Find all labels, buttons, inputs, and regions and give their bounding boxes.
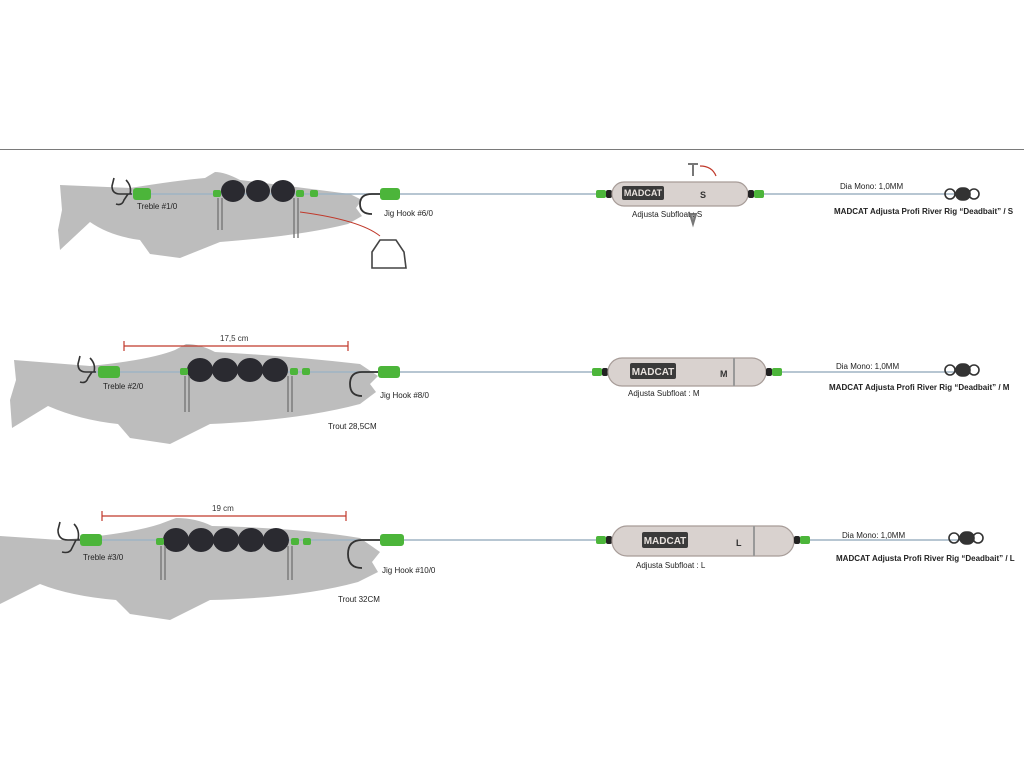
bead <box>238 528 264 552</box>
bead-sleeve <box>303 538 311 545</box>
treble-label: Treble #1/0 <box>137 202 178 211</box>
product-label: MADCAT Adjusta Profi River Rig “Deadbait… <box>834 207 1014 216</box>
float-end-cap <box>606 536 612 544</box>
treble-label: Treble #2/0 <box>103 382 144 391</box>
bead <box>237 358 263 382</box>
bead <box>221 180 245 202</box>
float-end-cap <box>766 368 772 376</box>
jig-hook <box>349 371 378 397</box>
bead <box>263 528 289 552</box>
float-stopper <box>688 163 698 228</box>
product-label: MADCAT Adjusta Profi River Rig “Deadbait… <box>836 554 1015 563</box>
jig-hook <box>347 539 380 569</box>
pointer-arrow <box>299 211 381 237</box>
float-end-sleeve <box>772 368 782 376</box>
bead-sleeve <box>156 538 164 545</box>
bead-stack <box>187 358 288 382</box>
bead-stack <box>221 180 295 202</box>
bead <box>246 180 270 202</box>
length-measure <box>123 341 349 351</box>
rig-l-diagram: MADCAT L <box>0 511 984 620</box>
treble-sleeve <box>133 188 151 200</box>
float-end-cap <box>748 190 754 198</box>
mono-label: Dia Mono: 1,0MM <box>836 362 900 371</box>
bait-pin <box>217 198 299 238</box>
float-size-letter: S <box>700 190 706 200</box>
rig-s-diagram: MADCAT S <box>58 163 980 269</box>
length-measure <box>101 511 347 521</box>
swivel <box>944 187 980 201</box>
float-adjust-arrow <box>699 165 717 177</box>
swivel <box>944 363 980 377</box>
mono-label: Dia Mono: 1,0MM <box>842 531 906 540</box>
jig-sleeve <box>380 188 400 200</box>
float-end-sleeve <box>596 190 606 198</box>
jig-sleeve <box>380 534 404 546</box>
jig-hook <box>359 193 384 215</box>
float-logo-plate <box>642 532 688 548</box>
float-logo-plate <box>622 186 664 200</box>
jig-hook-label: Jig Hook #8/0 <box>380 391 429 400</box>
rig-m-diagram: MADCAT M <box>10 341 980 444</box>
swivel <box>948 531 984 545</box>
bait-pin <box>160 546 293 580</box>
bead-sleeve <box>310 190 318 197</box>
bead-sleeve <box>296 190 304 197</box>
jig-sleeve <box>378 366 400 378</box>
treble-hook <box>57 521 80 554</box>
float-brand-text: MADCAT <box>632 367 675 378</box>
bead-sleeve <box>290 368 298 375</box>
bead <box>187 358 213 382</box>
float-end-cap <box>602 368 608 376</box>
bead-sleeve <box>213 190 221 197</box>
float-logo-plate <box>630 363 676 379</box>
treble-sleeve <box>98 366 120 378</box>
bait-clip-detail <box>371 239 407 269</box>
float-end-sleeve <box>596 536 606 544</box>
bead <box>262 358 288 382</box>
fish-silhouette <box>0 518 380 620</box>
length-measure-label: 17,5 cm <box>220 334 249 343</box>
bead <box>213 528 239 552</box>
treble-hook <box>77 355 96 384</box>
trout-size-label: Trout 28,5CM <box>328 422 377 431</box>
jig-hook-label: Jig Hook #6/0 <box>384 209 433 218</box>
float-end-sleeve <box>754 190 764 198</box>
float-brand-text: MADCAT <box>644 536 687 547</box>
header-divider <box>0 149 1024 150</box>
float-end-cap <box>794 536 800 544</box>
float-label: Adjusta Subfloat : M <box>628 389 700 398</box>
bead <box>188 528 214 552</box>
mono-label: Dia Mono: 1,0MM <box>840 182 904 191</box>
float-end-sleeve <box>592 368 602 376</box>
treble-label: Treble #3/0 <box>83 553 124 562</box>
float-end-cap <box>606 190 612 198</box>
float-label: Adjusta Subfloat : L <box>636 561 706 570</box>
treble-sleeve <box>80 534 102 546</box>
float-size-letter: L <box>736 538 742 548</box>
float-label: Adjusta Subfloat : S <box>632 210 703 219</box>
bead-sleeve <box>302 368 310 375</box>
fish-silhouette <box>58 172 362 258</box>
fish-silhouette <box>10 344 378 444</box>
length-measure-label: 19 cm <box>212 504 234 513</box>
bead-sleeve <box>180 368 188 375</box>
treble-hook <box>111 177 132 206</box>
float-end-sleeve <box>800 536 810 544</box>
bead <box>212 358 238 382</box>
float-brand-text: MADCAT <box>624 188 663 198</box>
bead-sleeve <box>291 538 299 545</box>
bait-pin <box>184 376 293 412</box>
bead <box>163 528 189 552</box>
bead-stack <box>163 528 289 552</box>
jig-hook-label: Jig Hook #10/0 <box>382 566 436 575</box>
float-body <box>611 525 795 557</box>
bead <box>271 180 295 202</box>
float-size-letter: M <box>720 369 728 379</box>
product-label: MADCAT Adjusta Profi River Rig “Deadbait… <box>829 383 1010 392</box>
trout-size-label: Trout 32CM <box>338 595 380 604</box>
